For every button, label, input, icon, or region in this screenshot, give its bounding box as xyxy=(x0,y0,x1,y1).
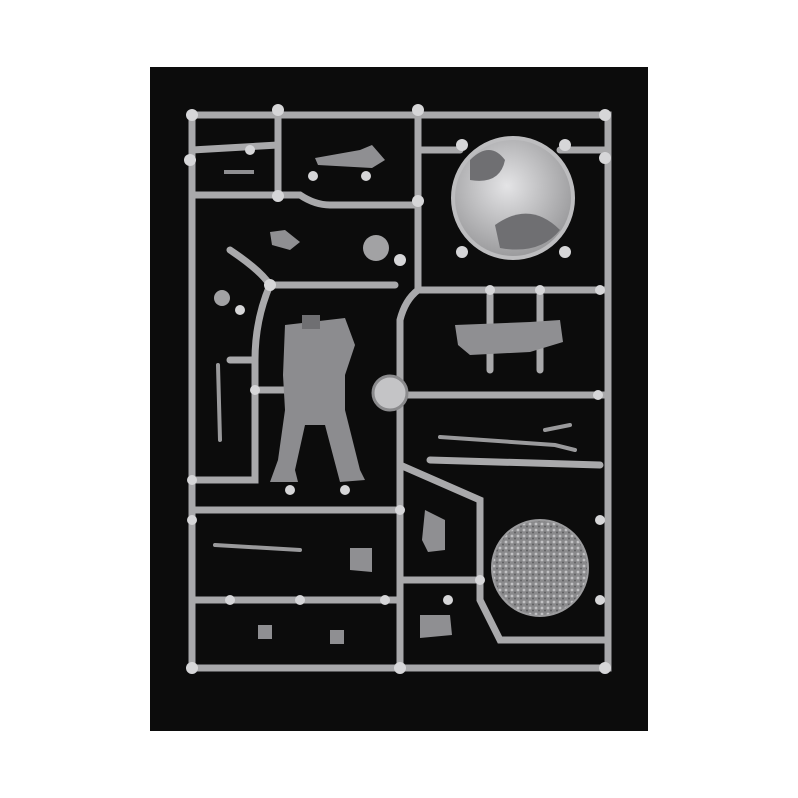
round-base-textured xyxy=(491,519,589,617)
figure-parts xyxy=(214,145,563,644)
figure-body xyxy=(270,315,365,482)
round-base-top xyxy=(451,136,575,260)
small-round-base xyxy=(371,374,409,412)
rifles xyxy=(213,363,577,552)
